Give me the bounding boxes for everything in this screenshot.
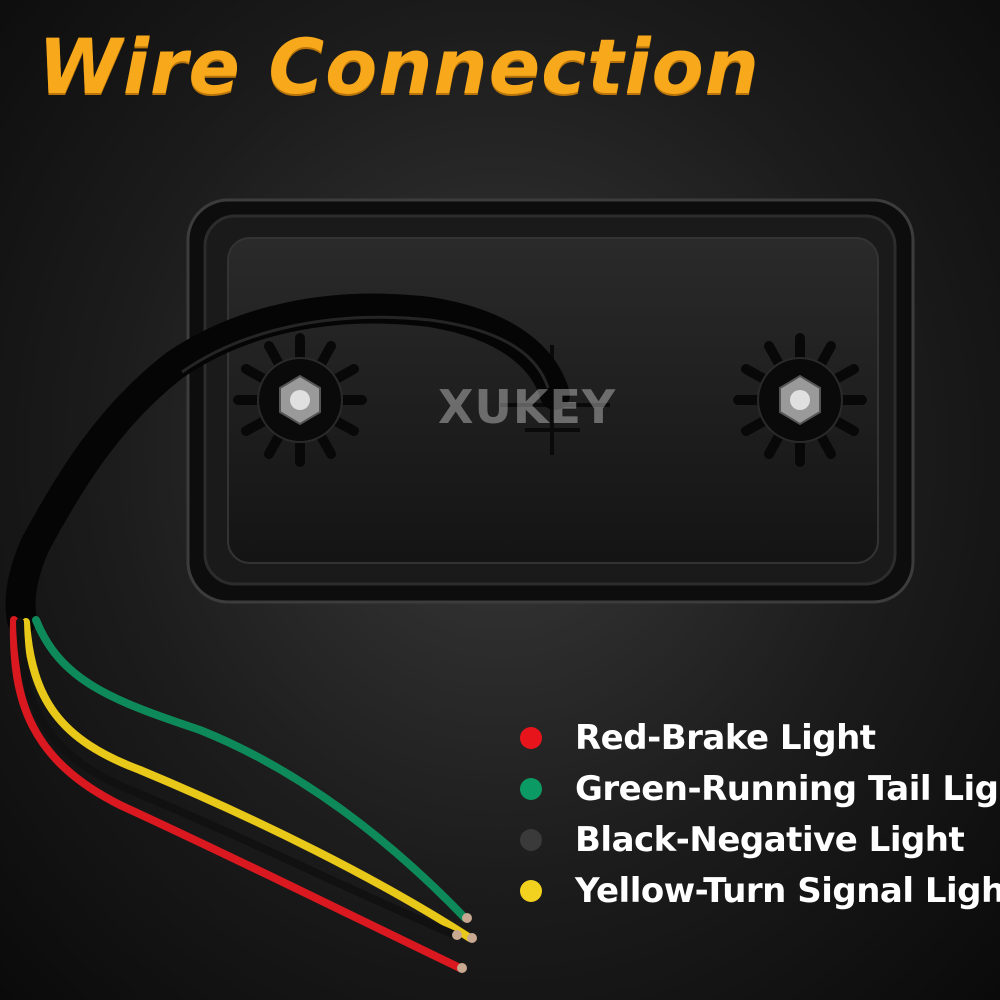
legend-label: Green-Running Tail Light — [575, 768, 1000, 809]
legend-label: Black-Negative Light — [575, 819, 965, 860]
wire-green — [32, 616, 469, 922]
cable-sheath — [5, 293, 570, 635]
mounting-stud-right — [733, 333, 867, 467]
wire-tips — [452, 913, 477, 973]
legend-item-green: Green-Running Tail Light — [520, 763, 1000, 814]
legend-item-black: Black-Negative Light — [520, 814, 1000, 865]
mounting-stud-left — [233, 333, 367, 467]
yellow-dot-icon — [520, 879, 542, 902]
black-dot-icon — [520, 828, 542, 851]
wire-color-legend: Red-Brake Light Green-Running Tail Light… — [520, 712, 1000, 916]
wire-red — [9, 616, 464, 972]
green-dot-icon — [520, 777, 542, 800]
page-title: Wire Connection — [38, 22, 760, 111]
red-dot-icon — [520, 726, 542, 749]
wire-yellow — [22, 618, 474, 942]
legend-item-yellow: Yellow-Turn Signal Light — [520, 865, 1000, 916]
legend-label: Yellow-Turn Signal Light — [575, 870, 1000, 911]
legend-label: Red-Brake Light — [575, 717, 876, 758]
wires — [9, 616, 474, 972]
legend-item-red: Red-Brake Light — [520, 712, 1000, 763]
brand-watermark: XUKEY — [438, 380, 617, 434]
wire-black — [16, 618, 459, 939]
